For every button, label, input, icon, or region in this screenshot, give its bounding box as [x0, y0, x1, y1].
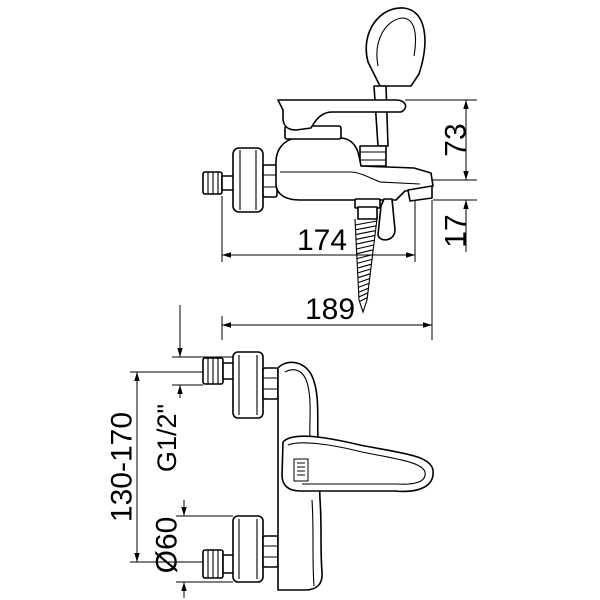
dimension-label-73: 73	[440, 123, 473, 156]
nut-detail	[263, 377, 278, 390]
lever-handle-front	[281, 435, 434, 493]
dimension-73: 73	[405, 99, 477, 181]
body-contour	[311, 499, 315, 587]
dimension-189: 189	[221, 200, 433, 340]
shower-head	[365, 7, 426, 87]
dimension-label-174: 174	[297, 224, 347, 257]
escutcheon	[232, 147, 264, 213]
body-contour	[280, 171, 421, 185]
escutcheon-detail	[238, 519, 258, 579]
connection-nut	[262, 164, 278, 198]
shower-head-face	[376, 17, 417, 67]
mixer-body	[275, 137, 434, 201]
dimension-thread: G1/2"	[152, 305, 233, 472]
nut-detail	[263, 545, 278, 558]
lever-contour	[287, 442, 426, 485]
mixer-body-front	[277, 361, 434, 591]
dimension-label-thread: G1/2"	[152, 404, 182, 472]
shower-holder-detail	[360, 151, 386, 161]
dimension-174: 174	[221, 196, 416, 262]
lower-wall-connection	[202, 515, 279, 583]
lever-handle-side	[277, 99, 407, 131]
hand-shower	[359, 7, 426, 167]
brand-logo-mark	[297, 462, 305, 476]
upper-wall-connection	[202, 351, 279, 419]
body-contour	[284, 369, 311, 441]
escutcheon-detail	[239, 150, 257, 210]
shower-holder	[359, 145, 387, 167]
connection-nut	[262, 535, 279, 568]
thread-lines	[207, 172, 219, 194]
dimension-label-diameter: Ø60	[151, 517, 184, 574]
mixer-body-side	[275, 99, 434, 241]
dimension-label-189: 189	[305, 293, 355, 326]
shower-hose	[354, 218, 378, 314]
wall-connection-side	[202, 147, 278, 213]
hose-connector	[357, 206, 378, 220]
nut-detail	[263, 174, 277, 188]
thread-lines	[207, 358, 219, 384]
escutcheon	[232, 351, 264, 419]
dimension-label-spacing: 130-170	[106, 412, 139, 522]
shower-handle	[373, 85, 389, 147]
dimension-diameter: Ø60	[151, 500, 233, 598]
dimension-17: 17	[433, 199, 477, 252]
escutcheon	[232, 515, 264, 583]
brand-logo	[293, 458, 309, 482]
connection-nut	[262, 367, 279, 400]
diverter-knob	[377, 198, 396, 241]
dimension-130-170: 130-170	[106, 371, 203, 563]
side-elevation-view: 73 17 174 189	[202, 7, 477, 340]
thread-lines	[207, 550, 219, 578]
front-view: G1/2" 130-170 Ø60	[106, 305, 434, 598]
spout-aerator	[407, 185, 433, 202]
dimension-label-17: 17	[440, 214, 473, 247]
escutcheon-detail	[238, 355, 258, 415]
